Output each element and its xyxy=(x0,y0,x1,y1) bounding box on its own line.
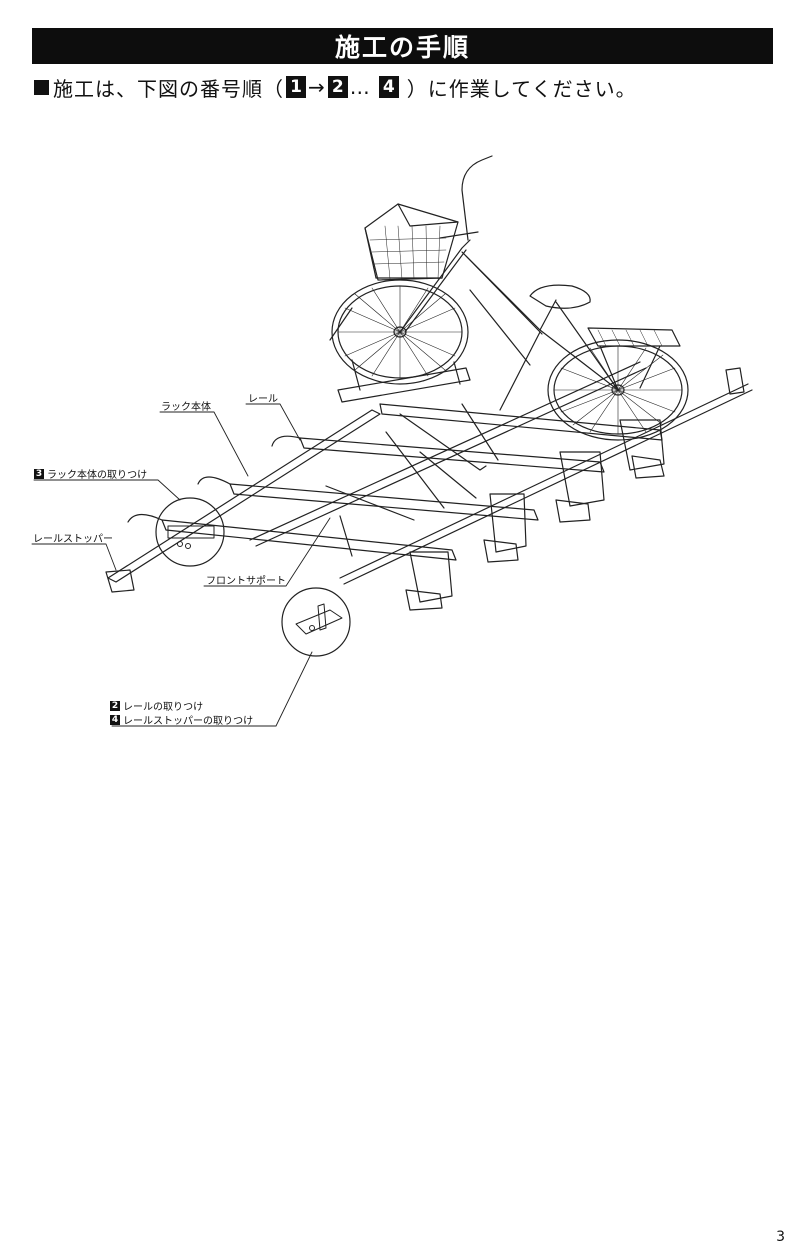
rail-mount-detail xyxy=(295,603,343,635)
instruction-prefix: 施工は、下図の番号順（ xyxy=(53,76,284,101)
leader-lines xyxy=(31,403,331,727)
rack-body-illustration xyxy=(325,403,499,557)
step-badge-last: 4 xyxy=(378,76,399,98)
callout-stopper-mount: 4 レールストッパーの取りつけ xyxy=(110,714,254,727)
instruction-arrow: → xyxy=(308,75,326,99)
rail-stopper-right-illustration xyxy=(725,367,745,395)
callout-rack-body: ラック本体 xyxy=(161,402,211,413)
rack-mount-detail-circle xyxy=(155,497,225,567)
callout-rail: レール xyxy=(248,394,278,405)
bicycle-illustration xyxy=(329,155,689,441)
instruction-ellipsis: … xyxy=(349,75,371,99)
callout-front-support: フロントサポート xyxy=(206,576,286,587)
instruction-line: 施工は、下図の番号順（ 1 → 2 … 4 ）に作業してください。 xyxy=(34,72,774,102)
instruction-suffix: ）に作業してください。 xyxy=(406,76,637,101)
callout-rail-mount: 2 レールの取りつけ xyxy=(110,700,204,713)
callout-rack-mount: 3 ラック本体の取りつけ xyxy=(34,468,148,481)
step-badge-first: 1 xyxy=(286,76,306,98)
wheel-stopper-blocks xyxy=(405,419,665,611)
page-number: 3 xyxy=(776,1229,785,1245)
rail-mount-detail-circle xyxy=(281,587,351,657)
section-title-bar: 施工の手順 xyxy=(32,28,773,64)
bullet-square-icon xyxy=(34,79,49,95)
installation-diagram xyxy=(31,155,753,727)
rear-carrier-illustration xyxy=(587,327,681,391)
rack-mount-detail xyxy=(167,525,215,549)
step-badge-3: 3 xyxy=(34,468,44,479)
page-title: 施工の手順 xyxy=(334,33,470,62)
step-badge-4: 4 xyxy=(110,714,120,725)
base-frame-illustration xyxy=(107,361,753,585)
step-badge-2: 2 xyxy=(110,700,120,711)
callout-rail-stopper: レールストッパー xyxy=(33,534,113,545)
step-badge-second: 2 xyxy=(327,76,348,98)
rail-stopper-illustration xyxy=(105,569,135,593)
basket-illustration xyxy=(364,203,459,281)
